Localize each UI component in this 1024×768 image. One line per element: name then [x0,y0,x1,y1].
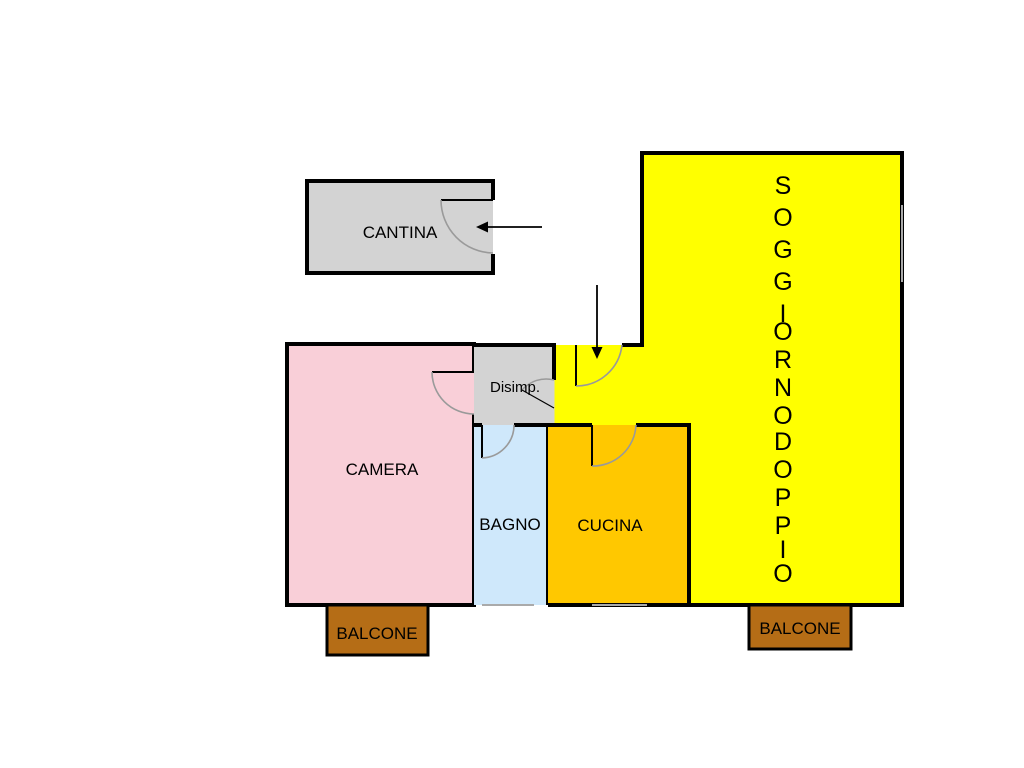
soggiorno-letter: G [773,236,792,264]
camera-door [431,371,475,415]
soggiorno-letter: D [774,428,792,456]
cucina-floor [548,425,689,605]
cantina-label: CANTINA [363,223,438,242]
soggiorno-letter: G [773,268,792,296]
camera-label: CAMERA [346,460,419,479]
cucina-door [591,424,637,467]
soggiorno-letter: O [773,456,792,484]
soggiorno-letter: O [773,560,792,588]
balcone-left-label: BALCONE [336,624,417,643]
cantina-entry-arrow [476,221,542,233]
soggiorno-letter: O [773,402,792,430]
balcone-right-label: BALCONE [759,619,840,638]
disimpegno-door [521,378,555,409]
bagno-room: BAGNO [474,423,550,606]
soggiorno-walls [622,151,904,607]
cantina-floor [307,181,493,273]
cantina-walls [305,179,495,275]
bagno-label: BAGNO [479,515,540,534]
soggiorno-letter: S [775,172,792,200]
disimpegno-walls [474,343,556,380]
cucina-room: CUCINA [548,423,691,607]
entrance-arrow [591,285,603,359]
soggiorno-letter: I [780,536,787,564]
disimpegno-room: Disimp. [474,343,556,425]
bagno-door [481,424,515,459]
soggiorno-label: S O G G I O R N O D O P P I O [773,172,792,588]
soggiorno-letter: O [773,318,792,346]
bagno-floor [474,425,548,605]
disimpegno-floor [474,345,554,425]
cucina-label: CUCINA [577,516,643,535]
balcone-left: BALCONE [325,603,430,657]
balcone-left-floor [325,603,430,657]
cantina-door [440,199,494,254]
soggiorno-letter: R [774,346,792,374]
soggiorno-letter: I [780,300,787,328]
balcone-right-floor [747,603,853,651]
soggiorno-letter: O [773,204,792,232]
balcone-right: BALCONE [747,603,853,651]
cantina-room: CANTINA [305,179,495,275]
camera-room: CAMERA [285,342,476,607]
entrance-door [575,344,623,387]
camera-floor [287,344,474,605]
disimpegno-label: Disimp. [490,379,540,396]
soggiorno-letter: P [775,484,792,512]
soggiorno-floor [548,153,902,605]
soggiorno-letter: P [775,512,792,540]
soggiorno-room: S O G G I O R N O D O P P I O [548,151,904,607]
soggiorno-letter: N [774,374,792,402]
